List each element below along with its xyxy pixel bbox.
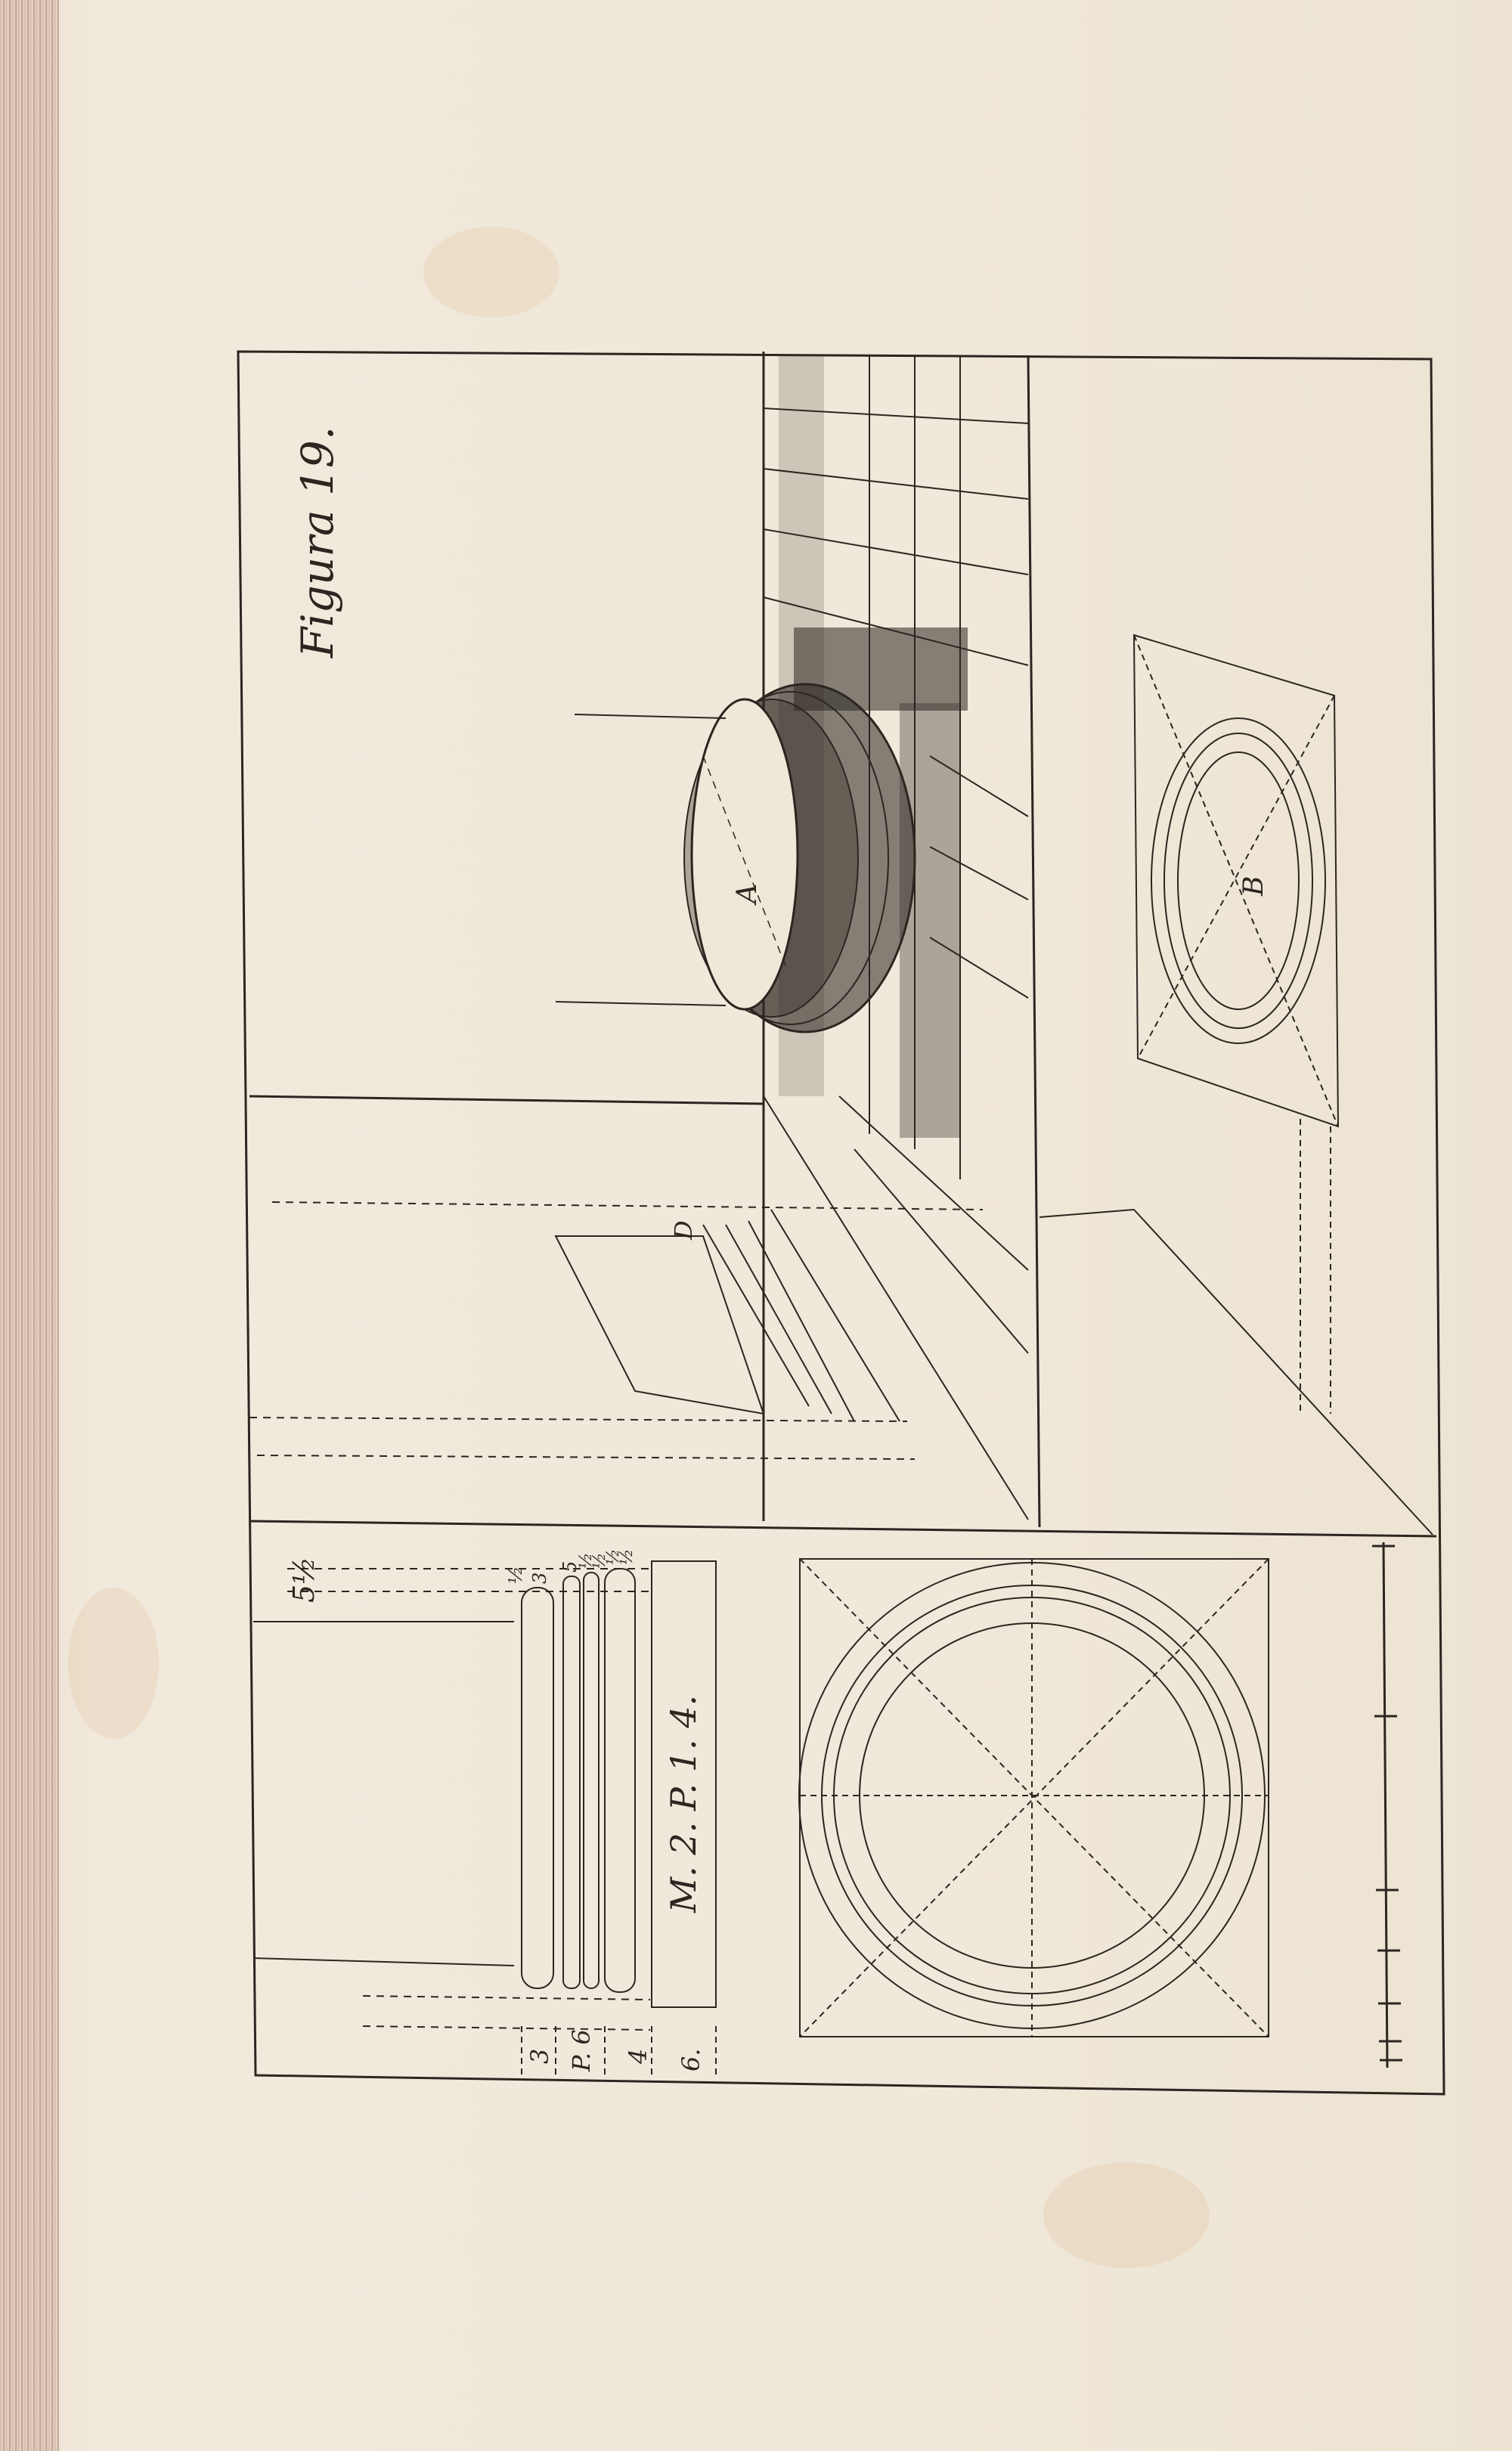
- paper-stain: [1043, 2162, 1210, 2268]
- side-number: ½: [505, 1566, 526, 1584]
- label-d: D: [669, 1220, 698, 1241]
- label-a: A: [732, 884, 763, 906]
- dimension-top: 5½: [287, 1557, 321, 1603]
- perspective-profile-d: [249, 1201, 984, 1460]
- bottom-number: 6.: [677, 2048, 705, 2071]
- profile-center-text: M. 2. P. 1. 4.: [663, 1695, 704, 1913]
- bottom-number: P. 6: [567, 2029, 596, 2072]
- bottom-number: 4: [624, 2049, 652, 2065]
- label-b: B: [1238, 876, 1269, 897]
- side-numbers: ½ 3 5 ½ ½ ½ ½: [505, 1549, 637, 1584]
- side-number: 3: [529, 1573, 550, 1584]
- side-number: ½: [590, 1553, 609, 1569]
- paper-stain: [423, 227, 559, 318]
- figure-title: Figura 19.: [292, 426, 343, 658]
- scale-bar: [1372, 1542, 1402, 2068]
- side-number: ½: [604, 1549, 623, 1565]
- plan-b: [1039, 634, 1433, 1535]
- bottom-numbers: 3 P. 6 4 6.: [525, 2029, 705, 2072]
- side-number: 5: [559, 1561, 581, 1573]
- base-plan-square: [798, 1558, 1269, 2037]
- side-number: ½: [618, 1549, 637, 1565]
- side-number: ½: [577, 1553, 596, 1569]
- column-base-a: [555, 683, 916, 1033]
- base-profile-elevation: [253, 1560, 717, 2075]
- paper-stain: [68, 1588, 159, 1739]
- page-edge: [0, 0, 59, 2451]
- plate-frame: [237, 350, 1445, 2096]
- bottom-number: 3: [525, 2049, 554, 2064]
